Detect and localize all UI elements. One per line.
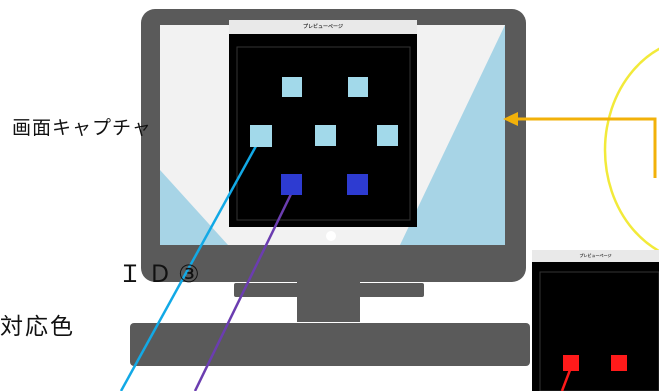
square-light-blue	[315, 125, 336, 146]
color-label: 対応色	[0, 307, 75, 341]
camera-dot	[326, 231, 336, 241]
square-light-blue	[250, 125, 272, 147]
preview-small-panel	[532, 250, 659, 391]
highlight-circle	[605, 38, 659, 262]
monitor-base	[234, 283, 424, 297]
square-red	[611, 355, 627, 371]
preview-main-panel	[229, 20, 417, 227]
keyboard	[130, 323, 530, 366]
square-red	[563, 355, 579, 371]
id-label: ＩＤ③	[118, 254, 206, 289]
square-blue	[281, 174, 302, 195]
arrow-path	[518, 119, 655, 178]
square-light-blue	[282, 77, 302, 97]
square-light-blue	[348, 77, 368, 97]
square-light-blue	[377, 125, 398, 146]
square-blue	[347, 174, 368, 195]
screen-capture-label: 画面キャプチャ	[12, 113, 152, 140]
preview-main-title: プレビューページ	[229, 20, 417, 34]
preview-small-title: プレビューページ	[532, 250, 659, 262]
